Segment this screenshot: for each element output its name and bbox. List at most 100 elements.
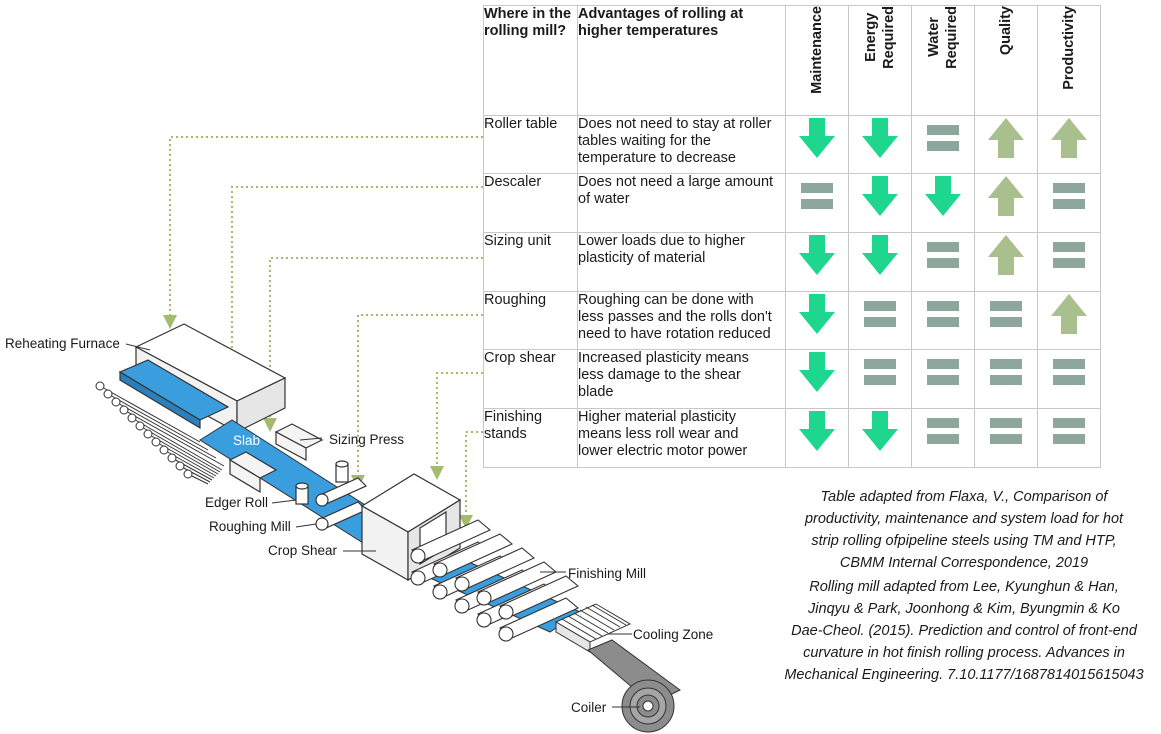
table-header-row: Where in the rolling mill? Advantages of… [483,5,1101,116]
arrow-down-icon [795,116,839,160]
equal-icon [921,233,965,277]
advantages-table: Where in the rolling mill? Advantages of… [483,5,1101,468]
header-advantage: Advantages of rolling at higher temperat… [577,5,786,116]
label-cooling-zone: Cooling Zone [633,627,713,642]
header-productivity-label: Productivity [1061,6,1077,90]
arrow-down-icon [795,233,839,277]
indicator-cell-maintenance [785,232,849,292]
label-crop-shear: Crop Shear [268,543,338,558]
row-advantage: Increased plasticity means less damage t… [577,349,786,409]
header-quality-label: Quality [998,6,1014,56]
indicator-cell-water-required [911,232,975,292]
captions: Table adapted from Flaxa, V., Comparison… [770,486,1158,686]
arrow-up-icon [984,116,1028,160]
label-coiler: Coiler [571,700,607,715]
header-energy-required-label: Energy Required [863,6,897,69]
table-source-caption: Table adapted from Flaxa, V., Comparison… [804,489,1124,571]
indicator-cell-maintenance [785,291,849,350]
connector-finishing-stands [459,431,483,529]
indicator-cell-water-required [911,115,975,174]
equal-icon [858,350,902,394]
row-advantage: Roughing can be done with less passes an… [577,291,786,350]
row-advantage: Lower loads due to higher plasticity of … [577,232,786,292]
row-location: Crop shear [483,349,578,409]
arrow-down-icon [858,174,902,218]
equal-icon [921,292,965,336]
indicator-cell-water-required [911,349,975,409]
arrow-down-icon [858,233,902,277]
indicator-cell-energy-required [848,173,912,233]
indicator-cell-quality [974,173,1038,233]
row-location: Finishing stands [483,408,578,468]
indicator-cell-quality [974,291,1038,350]
arrow-up-icon [984,233,1028,277]
row-location: Roughing [483,291,578,350]
equal-icon [1047,409,1091,453]
reheating-furnace [118,323,287,434]
arrow-down-icon [921,174,965,218]
arrow-up-icon [984,174,1028,218]
connector-descaler [225,186,483,405]
equal-icon [795,174,839,218]
indicator-cell-maintenance [785,173,849,233]
header-water-required-label: Water Required [926,6,960,69]
label-sizing-press: Sizing Press [329,432,404,447]
row-location: Descaler [483,173,578,233]
indicator-cell-energy-required [848,232,912,292]
arrow-down-icon [795,409,839,453]
indicator-cell-water-required [911,173,975,233]
equal-icon [1047,233,1091,277]
header-energy-required: Energy Required [848,5,912,116]
coiler [587,639,681,733]
sizing-press [228,423,324,494]
indicator-cell-quality [974,232,1038,292]
indicator-cell-energy-required [848,408,912,468]
indicator-cell-energy-required [848,349,912,409]
equal-icon [921,116,965,160]
label-edger-roll: Edger Roll [205,495,268,510]
label-slab: Slab [233,433,260,448]
connector-roller-table [163,136,483,329]
label-finishing-mill: Finishing Mill [568,566,646,581]
header-location: Where in the rolling mill? [483,5,578,116]
cooling-zone [554,603,632,653]
indicator-cell-water-required [911,291,975,350]
equal-icon [984,409,1028,453]
row-advantage: Does not need to stay at roller tables w… [577,115,786,174]
indicator-cell-energy-required [848,115,912,174]
connector-sizing-unit [263,257,483,432]
indicator-cell-quality [974,408,1038,468]
label-leaders [125,343,640,708]
row-location: Roller table [483,115,578,174]
equal-icon [984,292,1028,336]
header-water-required: Water Required [911,5,975,116]
arrow-down-icon [795,292,839,336]
header-quality: Quality [974,5,1038,116]
arrow-down-icon [795,350,839,394]
equal-icon [921,409,965,453]
arrow-down-icon [858,409,902,453]
indicator-cell-productivity [1037,115,1101,174]
connector-roughing [351,314,483,489]
indicator-cell-productivity [1037,408,1101,468]
arrow-up-icon [1047,116,1091,160]
edger-roll [295,460,349,505]
row-advantage: Does not need a large amount of water [577,173,786,233]
indicator-cell-maintenance [785,408,849,468]
indicator-cell-productivity [1037,173,1101,233]
header-productivity: Productivity [1037,5,1101,116]
indicator-cell-productivity [1037,291,1101,350]
mill-source-caption: Rolling mill adapted from Lee, Kyunghun … [784,579,1144,683]
indicator-cell-quality [974,115,1038,174]
header-maintenance-label: Maintenance [809,6,825,94]
indicator-cell-productivity [1037,232,1101,292]
equal-icon [984,350,1028,394]
header-maintenance: Maintenance [785,5,849,116]
row-advantage: Higher material plasticity means less ro… [577,408,786,468]
